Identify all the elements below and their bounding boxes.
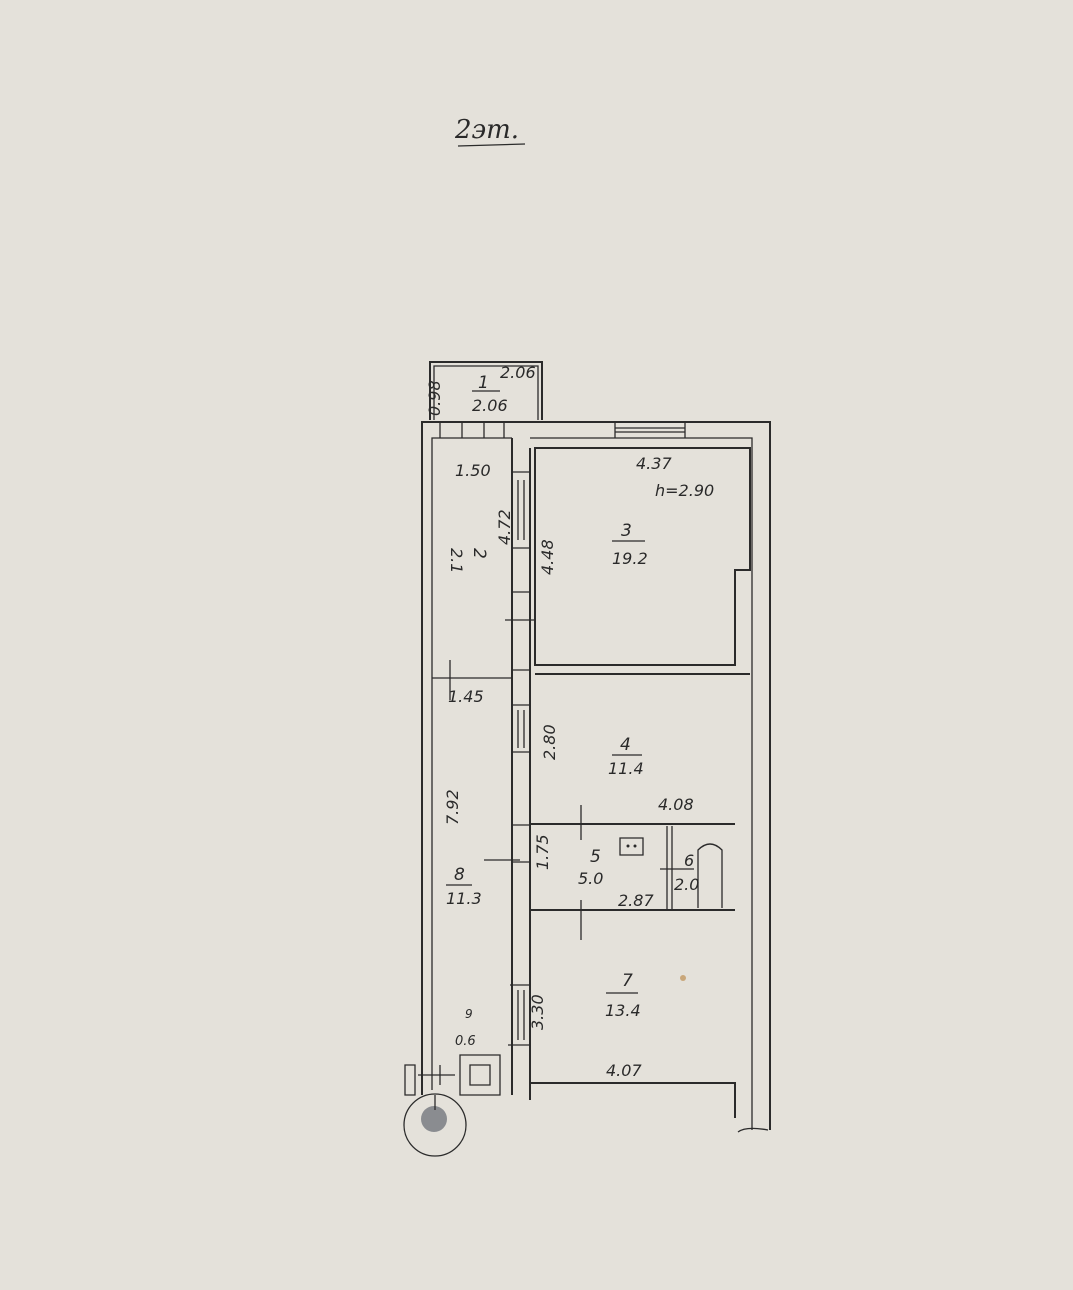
room-9-number: 9 bbox=[465, 1007, 473, 1021]
dim-room8-length: 7.92 bbox=[443, 789, 462, 825]
room-5-area: 5.0 bbox=[578, 869, 603, 888]
room-4-number: 4 bbox=[620, 735, 631, 755]
room-3-number: 3 bbox=[621, 521, 632, 541]
ceiling-height: h=2.90 bbox=[655, 481, 714, 500]
paper-stain bbox=[680, 975, 686, 981]
room-7-number: 7 bbox=[622, 971, 633, 991]
room-2-area: 2.1 bbox=[447, 548, 466, 573]
room-9-area: 0.6 bbox=[455, 1034, 476, 1049]
room-6-area: 2.0 bbox=[674, 875, 699, 894]
room-8-number: 8 bbox=[454, 865, 465, 885]
room-6-number: 6 bbox=[684, 851, 694, 870]
dim-room5-length: 1.75 bbox=[533, 834, 552, 870]
dim-balcony-width: 0.98 bbox=[425, 380, 444, 416]
dim-room5-total-width: 4.08 bbox=[658, 795, 694, 814]
dim-room2-width: 1.50 bbox=[455, 461, 491, 480]
floor-label-underline bbox=[457, 143, 526, 147]
room-8-area: 11.3 bbox=[446, 889, 482, 908]
floor-label: 2эт. bbox=[454, 115, 519, 145]
room-5-number: 5 bbox=[590, 847, 601, 867]
staircase-symbol bbox=[403, 1093, 467, 1157]
dim-room7-length: 3.30 bbox=[528, 994, 547, 1030]
dim-room3-width: 4.37 bbox=[636, 454, 672, 473]
dim-room3-length: 4.48 bbox=[538, 539, 557, 575]
interior-walls bbox=[418, 438, 751, 1118]
dim-balcony-length: 2.06 bbox=[500, 363, 536, 382]
room-2-number: 2 bbox=[469, 548, 489, 559]
room-4-area: 11.4 bbox=[608, 759, 644, 778]
dim-room4-length: 2.80 bbox=[540, 724, 559, 760]
dim-room2-length: 4.72 bbox=[495, 509, 514, 545]
outer-walls bbox=[404, 421, 771, 1133]
room-3-area: 19.2 bbox=[612, 549, 648, 568]
room-1-number: 1 bbox=[478, 373, 489, 393]
balcony bbox=[429, 361, 543, 420]
dim-room5-width: 2.87 bbox=[618, 891, 654, 910]
dim-room7-width: 4.07 bbox=[606, 1061, 642, 1080]
room-7-area: 13.4 bbox=[605, 1001, 641, 1020]
dim-corridor-width: 1.45 bbox=[448, 687, 484, 706]
room-1-area: 2.06 bbox=[472, 396, 508, 415]
